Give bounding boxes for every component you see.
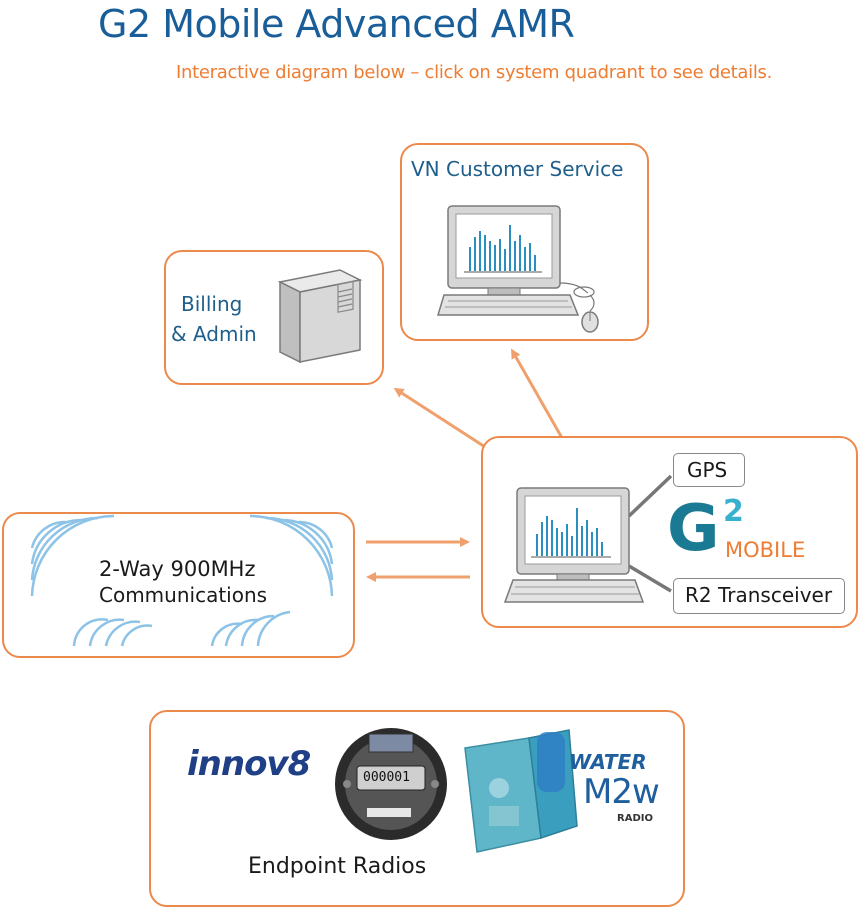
gps-label: GPS bbox=[687, 458, 728, 482]
water-m2w-radio-icon bbox=[464, 729, 578, 853]
billing-admin-quadrant[interactable]: Billing & Admin bbox=[164, 250, 384, 385]
water-logo-top: WATER bbox=[569, 750, 647, 774]
page-title: G2 Mobile Advanced AMR bbox=[98, 2, 575, 46]
g2-logo-letter: G bbox=[667, 492, 720, 566]
communications-label-line2: Communications bbox=[99, 583, 268, 607]
gps-badge[interactable] bbox=[673, 453, 745, 487]
customer-service-quadrant[interactable]: VN Customer Service bbox=[400, 143, 649, 341]
billing-label-line1: Billing bbox=[181, 292, 243, 316]
radio-waves-icon bbox=[30, 514, 333, 646]
meter-reading-display: 000001 bbox=[363, 770, 410, 785]
endpoints-label: Endpoint Radios bbox=[248, 854, 427, 879]
communications-quadrant[interactable]: 2-Way 900MHz Communications bbox=[2, 512, 355, 658]
communications-label-line1: 2-Way 900MHz bbox=[99, 557, 256, 581]
innov8-meter-icon bbox=[335, 728, 447, 840]
g2-mobile-quadrant[interactable]: GPS R2 Transceiver G 2 MOBILE bbox=[481, 436, 858, 628]
innov8-logo: innov8 bbox=[187, 744, 311, 784]
water-logo-main: M2w bbox=[583, 772, 660, 812]
billing-label-line2: & Admin bbox=[171, 322, 257, 346]
g2-logo-superscript: 2 bbox=[723, 494, 744, 529]
server-tower-icon bbox=[277, 268, 362, 363]
customer-service-label: VN Customer Service bbox=[411, 157, 624, 181]
water-logo-sub: RADIO bbox=[617, 813, 653, 824]
transceiver-badge[interactable] bbox=[673, 578, 845, 614]
transceiver-label: R2 Transceiver bbox=[685, 583, 833, 607]
desktop-computer-icon bbox=[436, 204, 599, 333]
page-subtitle: Interactive diagram below – click on sys… bbox=[176, 62, 773, 83]
endpoints-quadrant[interactable]: innov8 000001 WATER M2w RADIO Endpoint R… bbox=[149, 710, 685, 907]
g2-mobile-logo: G 2 MOBILE bbox=[667, 492, 817, 570]
g2-logo-mobile-text: MOBILE bbox=[725, 538, 806, 562]
laptop-computer-icon bbox=[503, 474, 672, 603]
